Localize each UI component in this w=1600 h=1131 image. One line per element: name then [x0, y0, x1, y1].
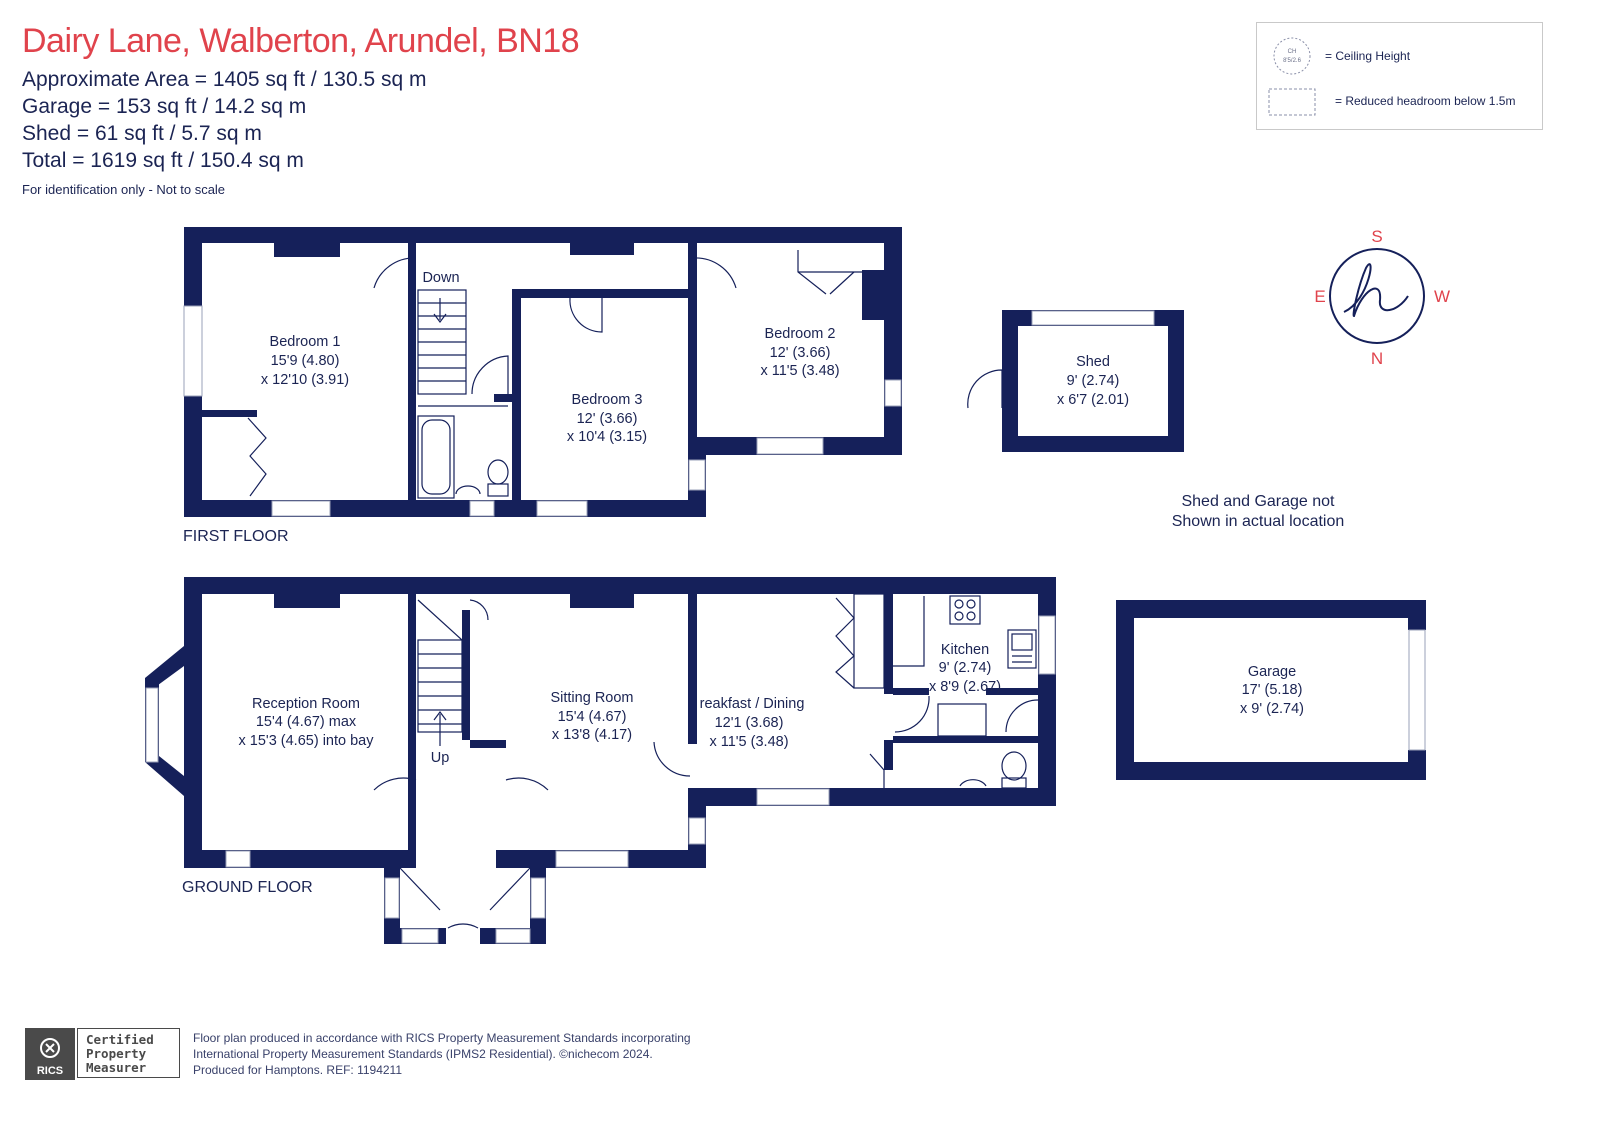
compass: S N E W [1314, 227, 1450, 368]
scale-disclaimer: For identification only - Not to scale [22, 182, 226, 197]
compass-left: E [1314, 287, 1325, 306]
bedroom3-name: Bedroom 3 [572, 392, 643, 408]
windows [145, 305, 1426, 944]
kitchen-dim1: 9' (2.74) [939, 660, 992, 676]
garage-dim1: 17' (5.18) [1242, 682, 1303, 698]
badge-line1: Certified [86, 1032, 154, 1047]
plan-header: Dairy Lane, Walberton, Arundel, BN18 App… [22, 22, 580, 197]
shed-area: Shed = 61 sq ft / 5.7 sq m [22, 122, 262, 145]
bedroom2-name: Bedroom 2 [765, 326, 836, 342]
badge-line2: Property [86, 1046, 147, 1061]
compass-bottom: N [1371, 349, 1383, 368]
breakfast-dim2: x 11'5 (3.48) [709, 734, 788, 750]
rics-emblem-icon [40, 1038, 60, 1058]
property-address: Dairy Lane, Walberton, Arundel, BN18 [22, 22, 580, 60]
footer-notice: Floor plan produced in accordance with R… [193, 1030, 691, 1078]
bedroom2-dim1: 12' (3.66) [770, 345, 831, 361]
bedroom1-name: Bedroom 1 [270, 334, 341, 350]
ceiling-symbol-bottom: 8'5/2.6 [1283, 58, 1301, 64]
reception-name: Reception Room [252, 696, 360, 712]
compass-ring-icon [1329, 248, 1425, 344]
sitting-name: Sitting Room [550, 690, 633, 706]
shed-name: Shed [1076, 354, 1110, 370]
bedroom3-dim2: x 10'4 (3.15) [567, 429, 647, 445]
rics-logo: RICS [25, 1028, 75, 1080]
bedroom1-dim1: 15'9 (4.80) [271, 353, 340, 369]
h-logo-icon [1343, 263, 1409, 318]
rics-text: RICS [36, 1065, 64, 1077]
first-floor-label: FIRST FLOOR [183, 528, 289, 545]
sitting-dim1: 15'4 (4.67) [558, 709, 627, 725]
breakfast-dim1: 12'1 (3.68) [715, 715, 784, 731]
stairs-up-label: Up [431, 750, 450, 766]
footer-line1: Floor plan produced in accordance with R… [193, 1031, 691, 1045]
kitchen-name: Kitchen [941, 642, 989, 658]
bedroom2-dim2: x 11'5 (3.48) [760, 363, 839, 379]
total-area: Total = 1619 sq ft / 150.4 sq m [22, 149, 304, 172]
rics-badge: RICS Certified Property Measurer [25, 1028, 182, 1080]
compass-top: S [1371, 227, 1382, 246]
location-note-line2: Shown in actual location [1171, 513, 1345, 530]
compass-right: W [1434, 287, 1450, 306]
reduced-headroom-label: = Reduced headroom below 1.5m [1335, 94, 1516, 108]
legend-box: CH 8'5/2.6 = Ceiling Height = Reduced he… [1256, 22, 1543, 130]
doors-and-fixtures [247, 250, 1039, 929]
shed-dim2: x 6'7 (2.01) [1057, 392, 1129, 408]
approximate-area: Approximate Area = 1405 sq ft / 130.5 sq… [22, 68, 427, 91]
reception-dim2: x 15'3 (4.65) into bay [239, 733, 375, 749]
garage-dim2: x 9' (2.74) [1240, 701, 1304, 717]
certified-measurer: Certified Property Measurer [77, 1028, 180, 1078]
bedroom3-dim1: 12' (3.66) [577, 411, 638, 427]
breakfast-name: reakfast / Dining [700, 696, 805, 712]
stairs-down-label: Down [422, 270, 459, 286]
location-note: Shed and Garage not Shown in actual loca… [1150, 492, 1366, 532]
garage-area: Garage = 153 sq ft / 14.2 sq m [22, 95, 307, 118]
reduced-headroom-icon [1268, 88, 1316, 116]
footer-line3: Produced for Hamptons. REF: 1194211 [193, 1063, 403, 1077]
ceiling-height-icon [1273, 37, 1311, 75]
shed-dim1: 9' (2.74) [1067, 373, 1120, 389]
footer-line2: International Property Measurement Stand… [193, 1047, 653, 1061]
badge-line3: Measurer [86, 1060, 147, 1075]
sitting-dim2: x 13'8 (4.17) [552, 727, 632, 743]
location-note-line1: Shed and Garage not [1181, 493, 1335, 510]
ground-floor-label: GROUND FLOOR [182, 879, 313, 896]
ceiling-height-label: = Ceiling Height [1325, 49, 1411, 63]
reception-dim1: 15'4 (4.67) max [256, 714, 357, 730]
bedroom1-dim2: x 12'10 (3.91) [261, 372, 349, 388]
ceiling-symbol-top: CH [1288, 49, 1297, 55]
kitchen-dim2: x 8'9 (2.67) [929, 679, 1001, 695]
legend-symbols: CH 8'5/2.6 [1268, 37, 1316, 116]
garage-name: Garage [1248, 664, 1296, 680]
